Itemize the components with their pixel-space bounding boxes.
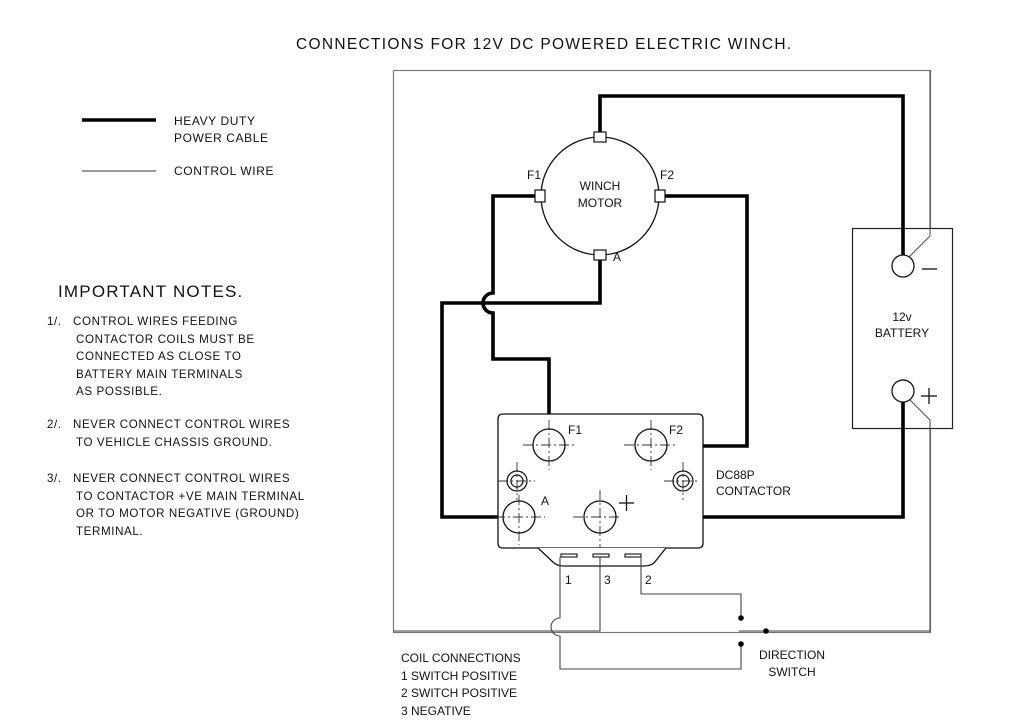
coil-pin-2-label: 2 [645, 573, 652, 587]
contactor-f1-label: F1 [568, 423, 583, 437]
legend-heavy-label-line1: HEAVY DUTY [174, 114, 256, 128]
battery-negative-terminal [891, 254, 915, 278]
legend-heavy-label-line2: POWER CABLE [174, 131, 269, 145]
motor-f1-label: F1 [527, 168, 542, 182]
coil-connections-heading: COIL CONNECTIONS [401, 651, 521, 665]
diagram-title: CONNECTIONS FOR 12V DC POWERED ELECTRIC … [296, 36, 793, 53]
note-3-line: OR TO MOTOR NEGATIVE (GROUND) [76, 507, 300, 521]
motor-label-line: MOTOR [577, 196, 623, 210]
control-wire-pin-2 [640, 557, 742, 618]
cable-contactor-pos-to-battery-pos [616, 398, 905, 519]
coil-connections-item: 3 NEGATIVE [401, 703, 471, 718]
coil-connections-item: 1 SWITCH POSITIVE [401, 668, 518, 683]
motor-terminal-a [593, 249, 607, 261]
control-wire-pin-3 [393, 557, 601, 632]
note-1-line: BATTERY MAIN TERMINALS [76, 367, 243, 381]
coil-pin-1 [560, 553, 578, 558]
cable-motor-to-battery-neg [598, 94, 905, 258]
contactor-plus-sign [619, 495, 634, 511]
note-1-line: CONTACTOR COILS MUST BE [76, 332, 255, 346]
contactor-a-label: A [541, 494, 550, 508]
contactor-terminal-f1 [532, 428, 566, 462]
motor-terminal-top [593, 131, 607, 143]
contactor-mount-hole-right [672, 470, 694, 492]
battery-label-line: BATTERY [874, 326, 930, 340]
motor-terminal-f1 [534, 189, 546, 203]
note-2-line: NEVER CONNECT CONTROL WIRES [73, 418, 291, 431]
motor-label: WINCH MOTOR [570, 178, 630, 212]
note-1-line: CONTROL WIRES FEEDING [73, 315, 238, 328]
contactor-mount-hole-left [506, 470, 528, 492]
contactor-label-line: CONTACTOR [716, 484, 791, 498]
contactor-terminal-f2 [634, 428, 668, 462]
coil-connections-legend: COIL CONNECTIONS 1 SWITCH POSITIVE 2 SWI… [401, 650, 521, 720]
motor-a-label: A [613, 250, 622, 264]
battery-plus-sign [921, 388, 937, 404]
coil-pin-3 [592, 553, 610, 558]
control-wire-battery-pos [907, 397, 931, 632]
contactor-f2-label: F2 [669, 423, 684, 437]
note-1-line: CONNECTED AS CLOSE TO [76, 350, 242, 364]
coil-pin-1-label: 1 [565, 573, 572, 587]
control-wire-pin-1 [550, 557, 742, 670]
note-2-number: 2/. [47, 418, 62, 431]
note-1-number: 1/. [47, 315, 62, 328]
switch-pivot [763, 628, 769, 634]
note-2-line: TO VEHICLE CHASSIS GROUND. [76, 435, 273, 449]
motor-label-line: WINCH [579, 179, 621, 193]
battery-label: 12v BATTERY [862, 309, 942, 341]
direction-switch-label-line: DIRECTION [759, 648, 825, 662]
battery-positive-terminal [891, 379, 915, 403]
note-3-number: 3/. [47, 472, 62, 485]
switch-contact-lower [738, 641, 744, 647]
legend-control-label: CONTROL WIRE [174, 164, 275, 178]
cable-motor-a-to-contactor-a [440, 258, 602, 519]
coil-pin-3-label: 3 [604, 573, 611, 587]
note-1: 1/. CONTROL WIRES FEEDING CONTACTOR COILS… [47, 313, 255, 401]
motor-f2-label: F2 [660, 168, 675, 182]
contactor-label: DC88P CONTACTOR [716, 467, 791, 499]
notes-heading: IMPORTANT NOTES. [58, 282, 244, 301]
legend-heavy-label: HEAVY DUTY POWER CABLE [174, 113, 269, 147]
coil-connections-item: 2 SWITCH POSITIVE [401, 686, 518, 700]
coil-pin-2 [624, 553, 642, 558]
direction-switch-label: DIRECTION SWITCH [752, 647, 832, 681]
switch-contact-upper [738, 615, 744, 621]
note-1-line: AS POSSIBLE. [76, 385, 163, 399]
contactor-label-line: DC88P [716, 468, 755, 482]
contactor-terminal-a [502, 500, 536, 534]
motor-terminal-f2 [654, 189, 666, 203]
note-3-line: NEVER CONNECT CONTROL WIRES [73, 472, 291, 485]
direction-switch[interactable] [738, 615, 769, 647]
direction-switch-label-line: SWITCH [768, 665, 816, 679]
battery-label-line: 12v [892, 310, 912, 324]
contactor-terminal-positive [583, 500, 617, 534]
note-3: 3/. NEVER CONNECT CONTROL WIRES TO CONTAC… [47, 470, 305, 540]
note-2: 2/. NEVER CONNECT CONTROL WIRES TO VEHICL… [47, 416, 290, 451]
cable-motor-f1-to-contactor-f1 [481, 194, 551, 425]
control-wire-battery-neg [907, 70, 931, 259]
note-3-line: TERMINAL. [76, 524, 144, 538]
note-3-line: TO CONTACTOR +VE MAIN TERMINAL [76, 489, 305, 503]
contactor-centerlines [495, 420, 700, 548]
cable-motor-f2-to-contactor-f2 [660, 194, 749, 448]
